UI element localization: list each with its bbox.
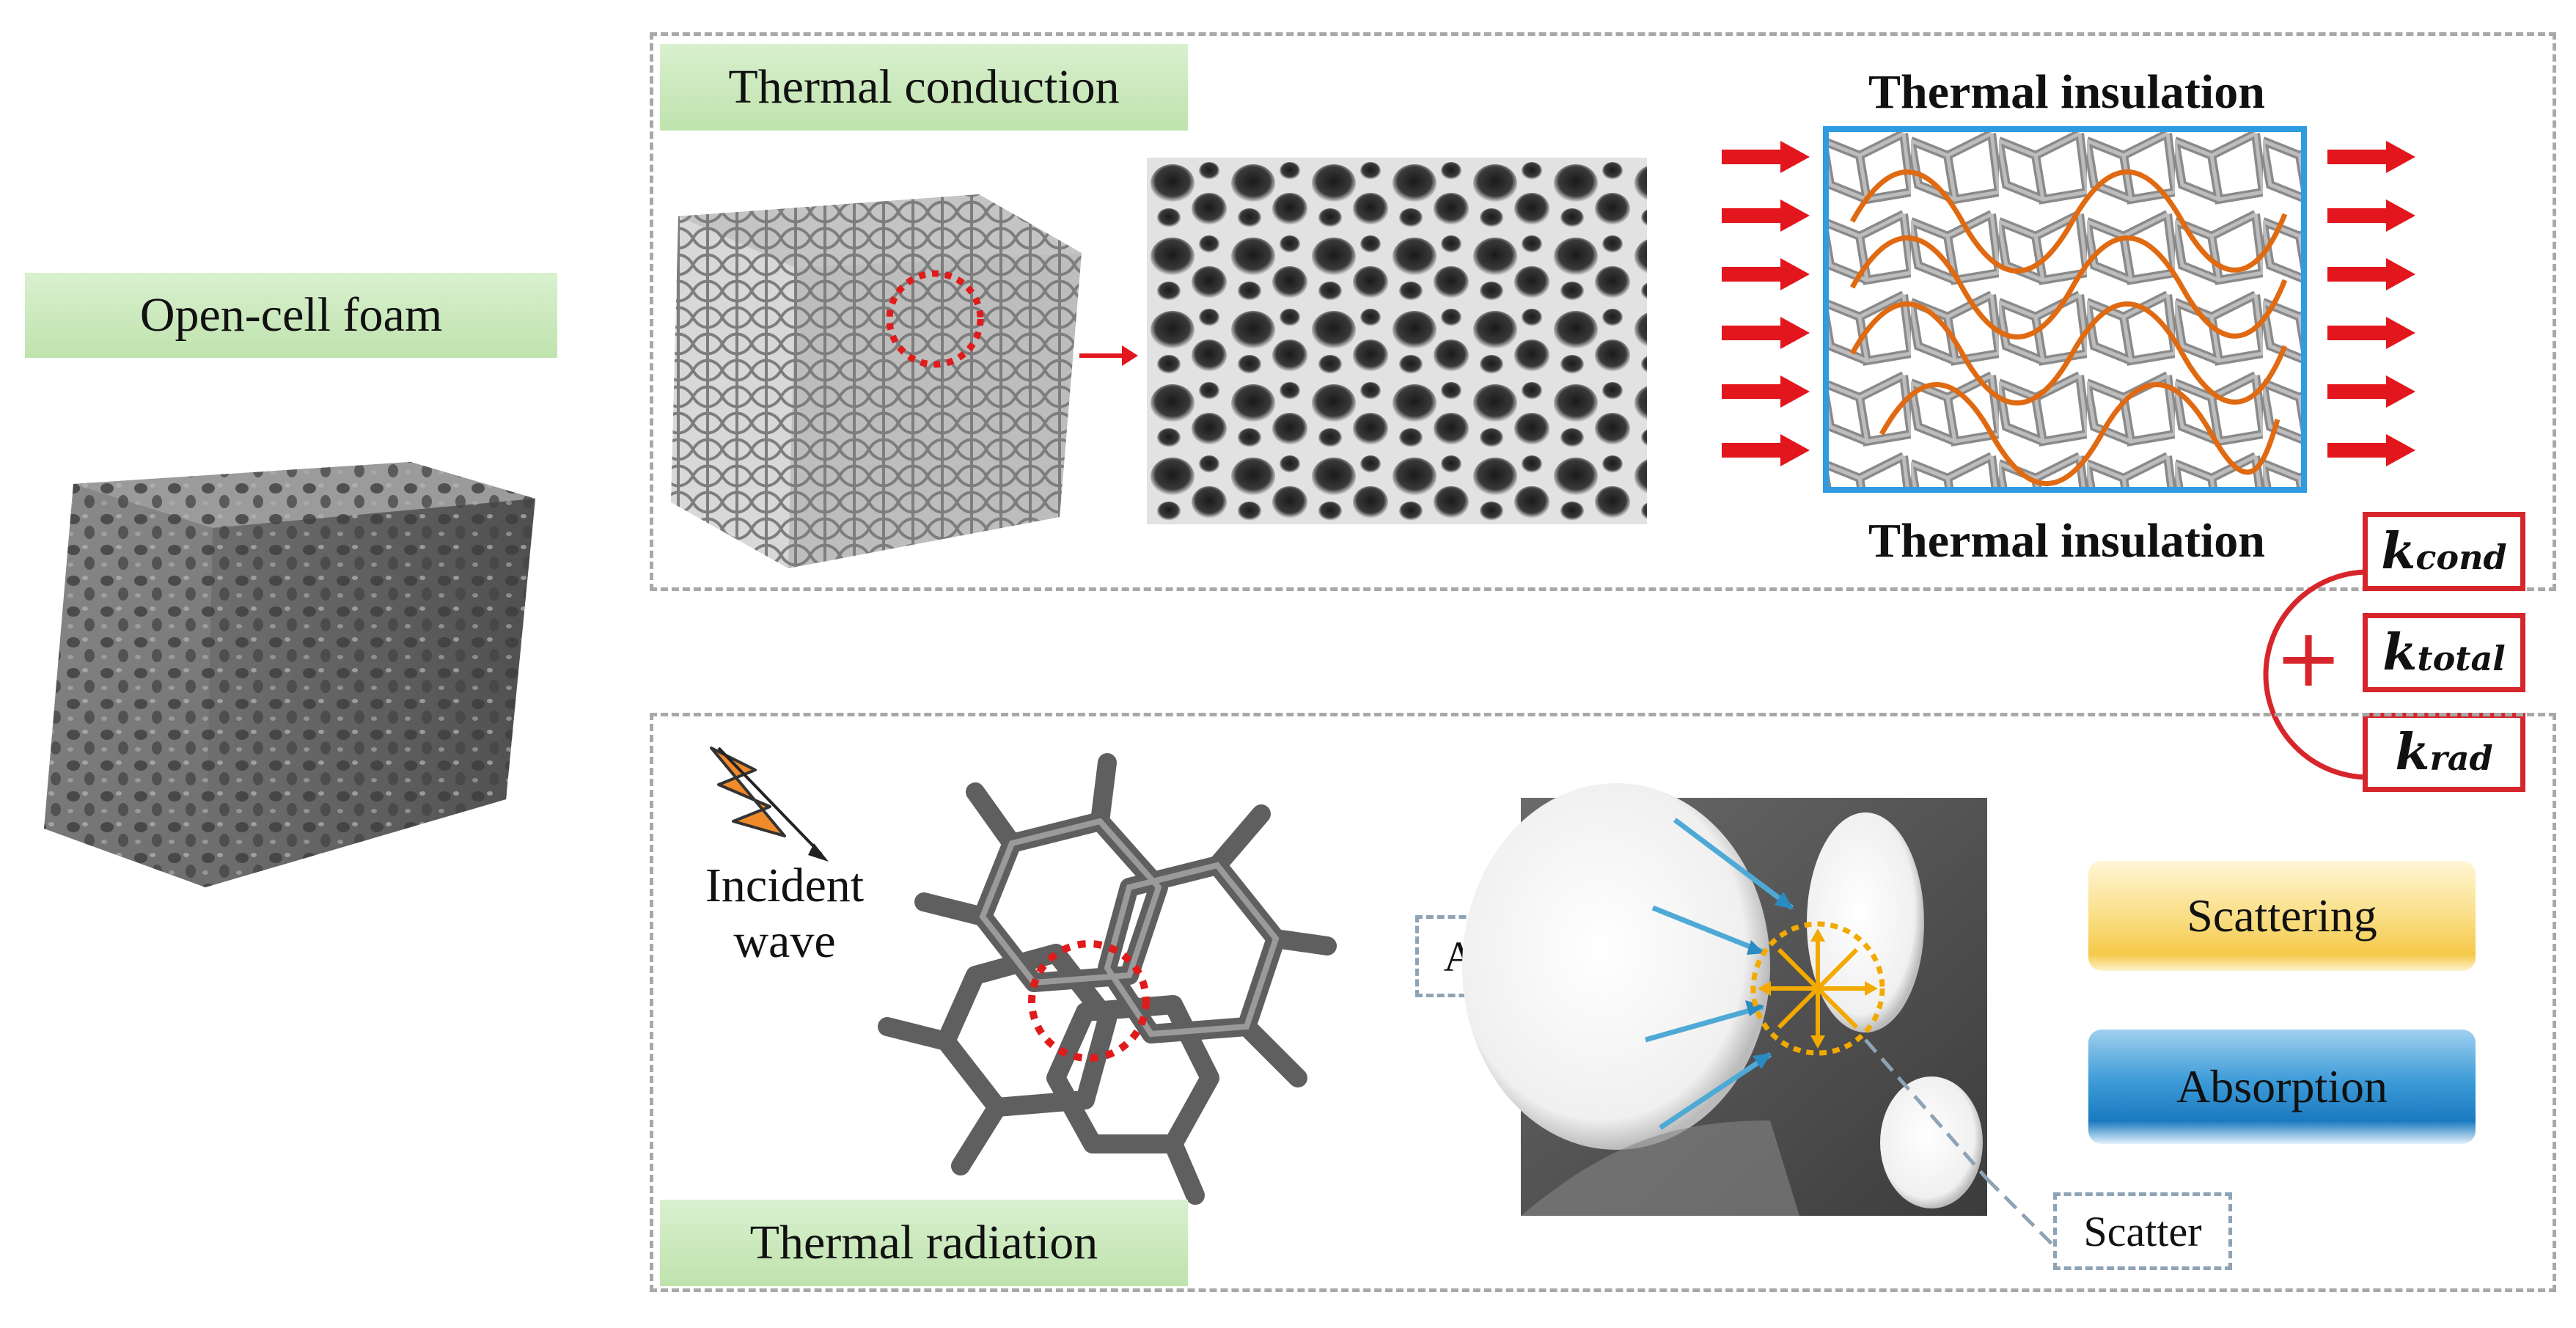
zoom-circle-conduction: [886, 270, 984, 368]
scatter-leader-line: [1986, 1178, 2055, 1247]
heat-flow-arrows-right: [2327, 141, 2415, 466]
strut-zoom-image: [1462, 783, 1989, 1216]
k-rad-base: k: [2395, 723, 2430, 782]
thermal-conduction-panel: [650, 32, 2556, 591]
scattering-legend: Scattering: [2088, 861, 2476, 971]
absorption-text: Absorption: [2176, 1060, 2388, 1112]
thermal-conduction-text: Thermal conduction: [728, 60, 1120, 114]
thermal-radiation-panel: [650, 713, 2556, 1292]
kelvin-cell-structure: [878, 753, 1337, 1205]
open-cell-foam-label: Open-cell foam: [25, 273, 557, 358]
sem-micrograph-image: [1147, 158, 1647, 524]
k-bracket: [2263, 569, 2369, 780]
incident-wave-label: Incident wave: [689, 858, 880, 969]
thermal-radiation-text: Thermal radiation: [749, 1216, 1098, 1269]
k-rad-sub: rad: [2429, 738, 2493, 778]
insulation-foam-image: [1823, 126, 2307, 493]
scatter-label: Scatter: [2053, 1192, 2232, 1270]
k-total-sub: total: [2417, 639, 2506, 678]
foam-cube-image: [44, 462, 535, 887]
k-cond-base: k: [2381, 522, 2416, 581]
thermal-conduction-label: Thermal conduction: [660, 44, 1188, 131]
absorption-legend: Absorption: [2088, 1030, 2476, 1144]
incident-wave-line2: wave: [733, 914, 836, 968]
wireframe-foam-cube: [671, 194, 1082, 568]
scatter-text: Scatter: [2083, 1207, 2202, 1255]
plus-sign: +: [2275, 611, 2343, 705]
zoom-arrow-icon: [1079, 345, 1138, 366]
heat-flow-arrows-left: [1722, 141, 1810, 466]
thermal-insulation-title-bottom: Thermal insulation: [1868, 514, 2265, 568]
k-total-base: k: [2382, 623, 2418, 682]
thermal-insulation-title-top: Thermal insulation: [1868, 65, 2265, 119]
incident-wave-line1: Incident: [705, 859, 865, 912]
zoom-circle-radiation: [1028, 940, 1150, 1062]
scattering-text: Scattering: [2187, 889, 2377, 942]
k-cond-sub: cond: [2415, 538, 2507, 577]
open-cell-foam-text: Open-cell foam: [139, 288, 443, 342]
thermal-radiation-label: Thermal radiation: [660, 1200, 1188, 1286]
incident-wave-icon: [710, 746, 829, 862]
